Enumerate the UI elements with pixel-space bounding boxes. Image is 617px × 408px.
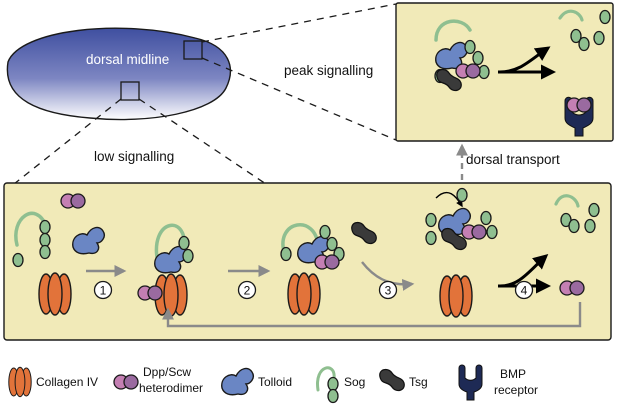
peak-output-arrow [498, 46, 556, 80]
peak-complex [434, 19, 490, 92]
step-arrow-3 [361, 261, 415, 291]
legend-label-receptor: BMP [500, 367, 526, 381]
peak-signalling-label: peak signalling [284, 63, 373, 78]
legend-item-tolloid: Tolloid [221, 367, 292, 396]
stage-3 [425, 187, 498, 318]
legend-label-collagen: Collagen IV [36, 375, 98, 389]
peak-sog-fragments [558, 9, 611, 52]
zoom-box-dorsal [183, 40, 203, 60]
zoom-box-lateral [120, 81, 140, 101]
step-number-4: 4 [521, 284, 528, 298]
stage-0 [12, 193, 106, 316]
step-number-2: 2 [244, 284, 251, 298]
peak-bmp-receptor [564, 96, 594, 137]
dorsal-midline-label: dorsal midline [86, 52, 169, 67]
zoom-guides [13, 3, 397, 185]
legend-label-sog: Sog [344, 375, 365, 389]
step-number-1: 1 [100, 284, 107, 298]
step-circle-4 [514, 280, 534, 300]
stage-4 [554, 194, 600, 296]
embryo: dorsal midline [6, 27, 232, 121]
step-circle-2 [237, 280, 257, 300]
legend-item-receptor: BMP receptor [458, 364, 538, 401]
legend-label-receptor-2: receptor [494, 383, 538, 397]
legend-label-tolloid: Tolloid [258, 375, 292, 389]
stage-2 [280, 223, 345, 316]
legend-item-collagen: Collagen IV [8, 366, 98, 398]
step-number-3: 3 [385, 284, 392, 298]
step-circle-3 [378, 280, 398, 300]
low-signalling-label: low signalling [94, 149, 174, 164]
legend-item-tsg: Tsg [379, 368, 428, 392]
legend-label-dpp-2: heterodimer [139, 381, 203, 395]
legend-label-dpp: Dpp/Scw [143, 365, 191, 379]
legend-item-sog: Sog [316, 366, 365, 404]
dorsal-transport-label: dorsal transport [466, 152, 560, 167]
legend: Collagen IV Dpp/Scw heterodimer Tolloid … [8, 364, 538, 404]
legend-label-tsg: Tsg [409, 375, 428, 389]
embryo-body [6, 27, 232, 121]
step-markers: 1 2 3 4 [93, 280, 534, 300]
stage-1 [137, 223, 194, 317]
step-circle-1 [93, 280, 113, 300]
recycle-arrow [162, 302, 582, 328]
legend-item-dpp: Dpp/Scw heterodimer [113, 365, 203, 395]
